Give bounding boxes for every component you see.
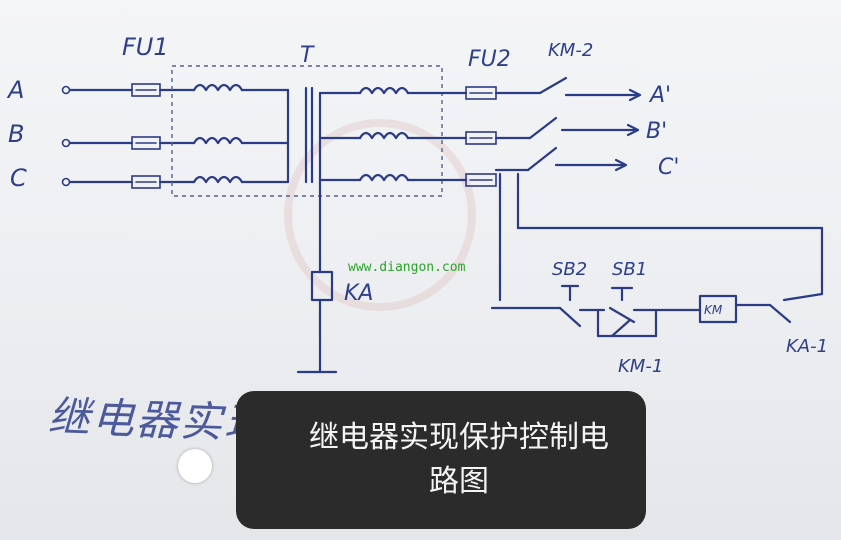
button-sb2	[558, 306, 582, 328]
label-km1: KM-1	[618, 356, 663, 377]
contact-km2-b	[528, 116, 558, 140]
label-sb2: SB2	[552, 259, 587, 280]
label-ka1: KA-1	[786, 336, 828, 357]
watermark: www.diangon.com	[348, 260, 466, 275]
relay-ka	[310, 270, 334, 302]
button-sb2-top	[560, 284, 580, 302]
touch-indicator-dot[interactable]	[178, 449, 212, 483]
coil-secondary-c	[358, 173, 410, 182]
label-out-c: C'	[658, 155, 679, 180]
label-phase-a: A	[6, 76, 24, 104]
coil-primary-b	[192, 136, 244, 145]
label-fu2: FU2	[468, 47, 511, 72]
contact-km2-a	[538, 76, 568, 95]
fuse-fu2-c	[465, 173, 497, 187]
label-ka: KA	[344, 281, 373, 306]
label-phase-c: C	[10, 164, 27, 192]
label-fu1: FU1	[122, 33, 169, 61]
contact-ka1	[768, 303, 792, 324]
coil-secondary-b	[358, 131, 410, 140]
coil-primary-c	[192, 175, 244, 184]
label-t: T	[300, 43, 315, 68]
stamp-mark	[284, 119, 476, 311]
coil-km	[698, 294, 738, 324]
contact-km2-c	[526, 146, 558, 172]
coil-primary-a	[192, 83, 244, 92]
button-sb1-top	[610, 286, 634, 302]
label-out-a: A'	[648, 83, 671, 108]
label-phase-b: B	[8, 120, 24, 148]
coil-secondary-a	[358, 86, 410, 95]
label-sb1: SB1	[612, 259, 647, 280]
label-km2: KM-2	[548, 40, 593, 61]
caption-text: 继电器实现保护控制电路图	[309, 420, 609, 499]
contact-km1	[610, 318, 632, 338]
caption-bubble: 继电器实现保护控制电路图	[236, 391, 646, 529]
label-km-coil: KM	[704, 303, 723, 317]
label-out-b: B'	[646, 119, 667, 144]
